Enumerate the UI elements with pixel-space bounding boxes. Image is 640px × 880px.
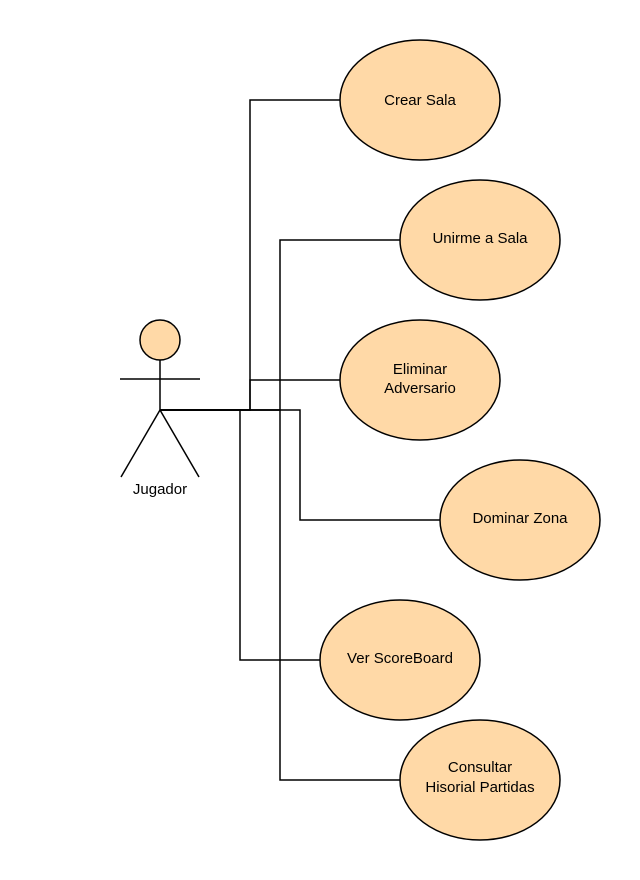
use-case-ellipse — [339, 319, 501, 441]
use-case-ellipse — [399, 179, 561, 301]
use-case-consultar-historial: Consultar Hisorial Partidas — [399, 719, 561, 841]
use-case-label-line-2: Hisorial Partidas — [425, 779, 534, 796]
use-case-label: Dominar Zona — [472, 510, 568, 527]
use-case-ellipse — [319, 599, 481, 721]
actor-label: Jugador — [133, 481, 187, 498]
connector-ver-scoreboard — [160, 409, 320, 661]
use-case-ellipse — [339, 39, 501, 161]
use-case-label-line-2: Adversario — [384, 380, 456, 397]
actor-right-leg — [159, 409, 200, 478]
use-case-dominar-zona: Dominar Zona — [439, 459, 601, 581]
connectors — [160, 99, 440, 781]
actor-head — [139, 319, 181, 361]
use-case-eliminar-adversario: Eliminar Adversario — [339, 319, 501, 441]
use-case-label: Crear Sala — [384, 92, 456, 109]
actor-left-leg — [120, 409, 161, 478]
use-case-crear-sala: Crear Sala — [339, 39, 501, 161]
use-case-ellipse — [439, 459, 601, 581]
use-case-ver-scoreboard: Ver ScoreBoard — [319, 599, 481, 721]
connector-crear-sala — [160, 99, 340, 411]
use-case-label: Ver ScoreBoard — [347, 650, 453, 667]
use-case-label-line-1: Consultar — [448, 759, 512, 776]
connector-consultar-historial — [160, 409, 400, 781]
use-case-ellipse — [399, 719, 561, 841]
use-case-unirme-a-sala: Unirme a Sala — [399, 179, 561, 301]
use-case-label: Unirme a Sala — [432, 230, 528, 247]
use-case-label-line-1: Eliminar — [393, 361, 447, 378]
connector-eliminar-adversario — [160, 379, 340, 411]
actor-jugador: Jugador — [120, 319, 200, 498]
